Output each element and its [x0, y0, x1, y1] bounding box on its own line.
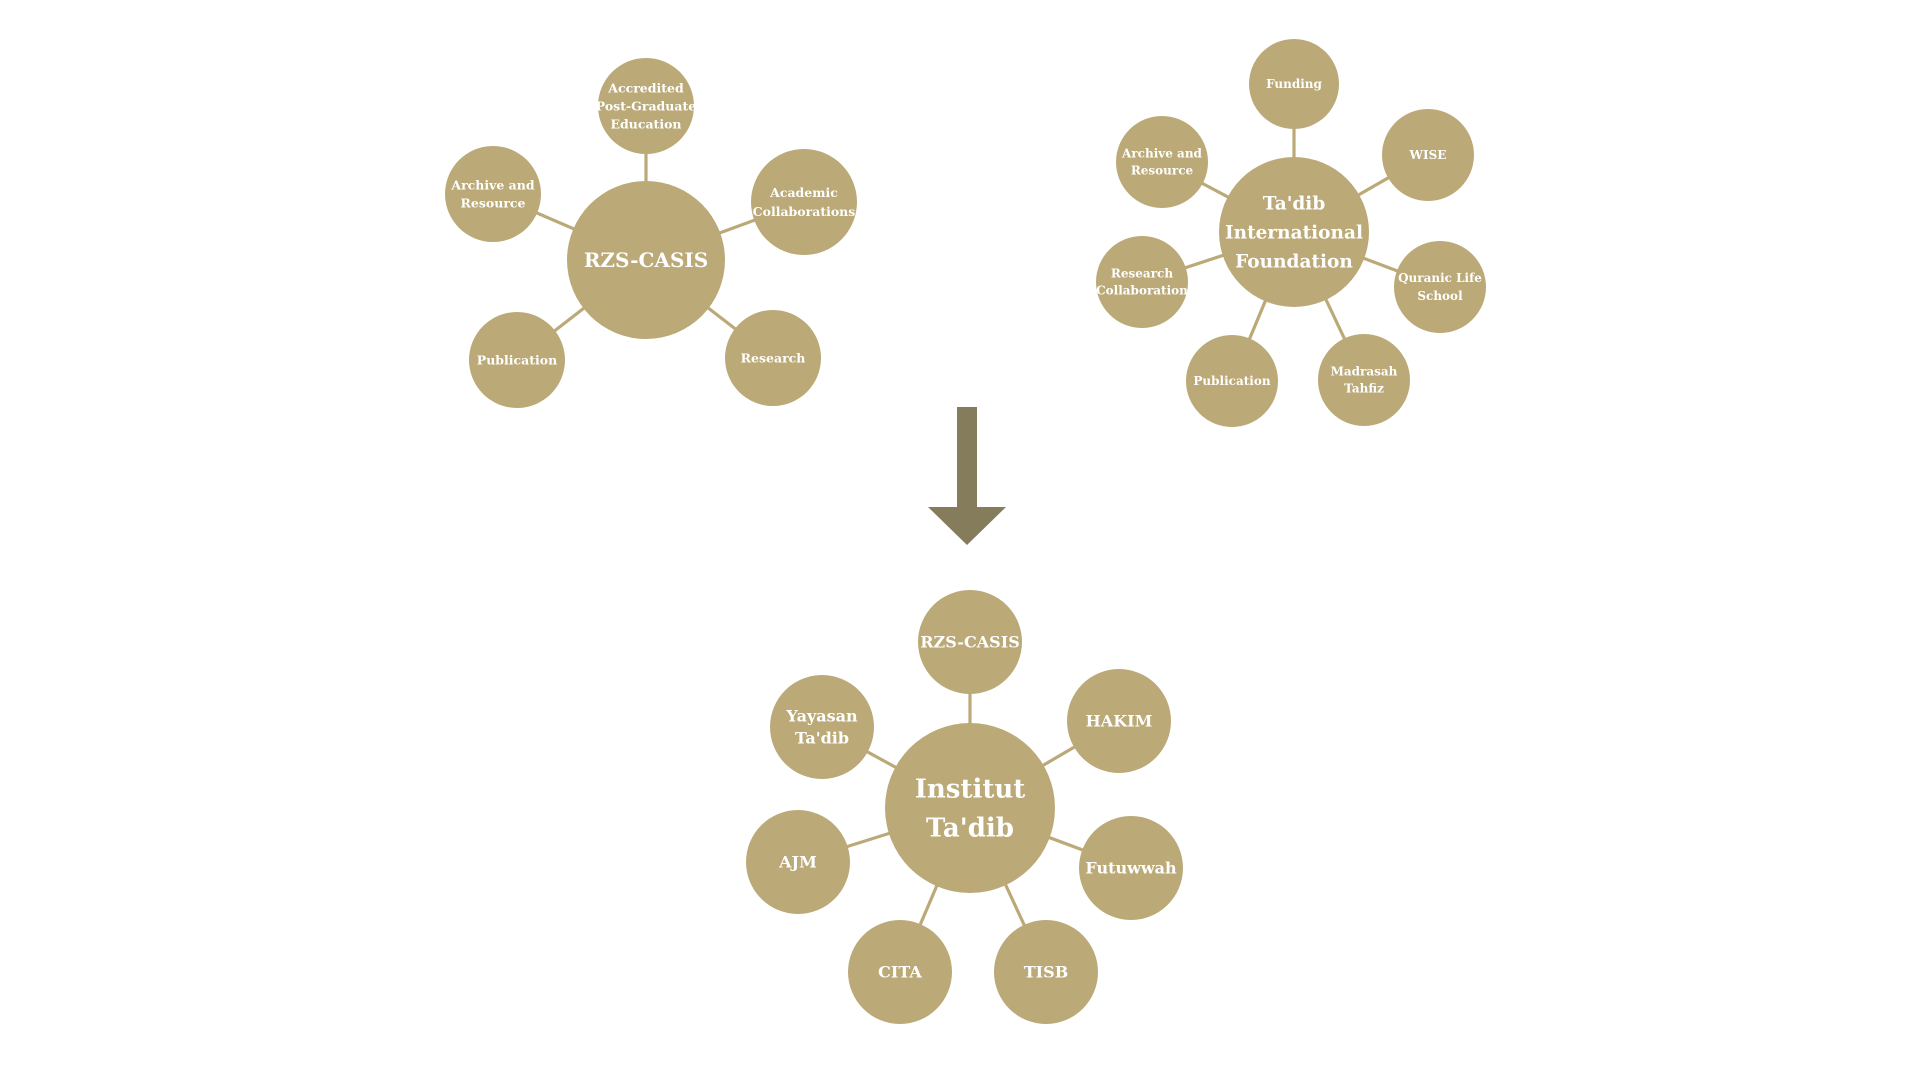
rzs-center-node-circle — [567, 181, 725, 339]
tif-center-node-circle — [1219, 157, 1369, 307]
tif-node-research-collaboration-circle — [1096, 236, 1188, 328]
rzs-node-research: Research — [725, 310, 821, 406]
it-node-hakim: HAKIM — [1067, 669, 1171, 773]
arrow-shaft — [957, 407, 977, 509]
tif-node-funding-label: Funding — [1266, 77, 1322, 91]
it-node-tisb: TISB — [994, 920, 1098, 1024]
rzs-node-accredited-post-graduate-education-circle — [598, 58, 694, 154]
it-node-cita-circle — [848, 920, 952, 1024]
tif-node-funding-circle — [1249, 39, 1339, 129]
rzs-node-research-circle — [725, 310, 821, 406]
it-node-futuwwah-label: Futuwwah — [1085, 859, 1177, 878]
it-center-node-circle — [885, 723, 1055, 893]
it-node-futuwwah-circle — [1079, 816, 1183, 920]
it-node-hakim-label: HAKIM — [1086, 712, 1153, 731]
tif-node-wise: WISE — [1382, 109, 1474, 201]
tif-node-quranic-life-school-circle — [1394, 241, 1486, 333]
it-node-yayasan-ta-dib-circle — [770, 675, 874, 779]
tif-node-publication: Publication — [1186, 335, 1278, 427]
it-node-futuwwah: Futuwwah — [1079, 816, 1183, 920]
tif-node-publication-circle — [1186, 335, 1278, 427]
tif-node-wise-label: WISE — [1409, 148, 1447, 162]
rzs-node-archive-and-resource-circle — [445, 146, 541, 242]
it-node-tisb-label: TISB — [1024, 963, 1068, 982]
it-node-ajm: AJM — [746, 810, 850, 914]
it-node-cita: CITA — [848, 920, 952, 1024]
it-node-ajm-label: AJM — [778, 853, 817, 872]
it-node-rzs-casis: RZS-CASIS — [918, 590, 1022, 694]
it-node-hakim-circle — [1067, 669, 1171, 773]
merge-arrow — [928, 407, 1006, 545]
tif-node-funding: Funding — [1249, 39, 1339, 129]
tif-node-archive-and-resource-circle — [1116, 116, 1208, 208]
rzs-node-publication-label: Publication — [477, 352, 557, 367]
rzs-center-node: RZS-CASIS — [567, 181, 725, 339]
tif-node-publication-label: Publication — [1193, 374, 1270, 388]
it-node-rzs-casis-circle — [918, 590, 1022, 694]
rzs-center-node-label: RZS-CASIS — [584, 248, 708, 272]
rzs-node-academic-collaborations-circle — [751, 149, 857, 255]
tif-node-wise-circle — [1382, 109, 1474, 201]
rzs-node-publication: Publication — [469, 312, 565, 408]
it-node-ajm-circle — [746, 810, 850, 914]
rzs-node-publication-circle — [469, 312, 565, 408]
it-node-cita-label: CITA — [878, 963, 922, 982]
arrow-head — [928, 507, 1006, 545]
it-node-rzs-casis-label: RZS-CASIS — [920, 633, 1020, 652]
it-node-tisb-circle — [994, 920, 1098, 1024]
rzs-node-research-label: Research — [741, 350, 806, 365]
tif-node-madrasah-tahfiz-circle — [1318, 334, 1410, 426]
